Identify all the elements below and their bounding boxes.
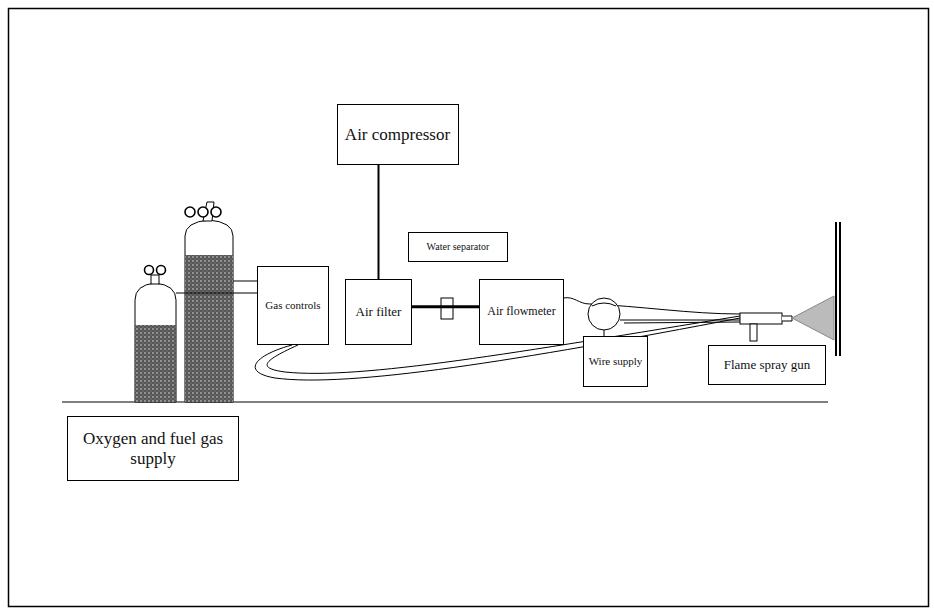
equipment-box: Air compressor (337, 104, 459, 165)
oxygen-cylinder (135, 266, 176, 403)
equipment-box: Air filter (345, 279, 412, 345)
caption-box: Oxygen and fuel gas supply (67, 416, 239, 481)
equipment-box: Gas controls (257, 266, 329, 345)
water-separator-device (441, 298, 453, 319)
spray-cone (792, 296, 834, 340)
caption-box: Flame spray gun (708, 345, 826, 385)
substrate (835, 222, 837, 356)
caption-box: Wire supply (583, 336, 648, 387)
box-label: Flame spray gun (720, 358, 815, 373)
box-label: Air filter (352, 305, 406, 320)
wire (624, 322, 740, 323)
pipe-connector (378, 165, 380, 279)
gas-hose (233, 281, 258, 282)
wire (620, 320, 740, 321)
pipe-connector (412, 305, 479, 308)
equipment-box: Air flowmeter (479, 279, 564, 345)
gas-hose (176, 293, 258, 294)
fuel-gas-cylinder (185, 202, 233, 402)
frame (9, 9, 929, 607)
box-label: Water separator (423, 241, 494, 253)
equipment-box: Water separator (408, 232, 508, 262)
wire-reel (588, 298, 620, 336)
spray-gun (740, 313, 792, 341)
box-label: Oxygen and fuel gas supply (68, 429, 238, 468)
box-label: Air compressor (341, 125, 454, 145)
substrate (839, 222, 841, 356)
box-label: Air flowmeter (483, 305, 559, 319)
box-label: Gas controls (261, 299, 324, 312)
box-label: Wire supply (585, 355, 647, 368)
ground-line (62, 402, 828, 403)
